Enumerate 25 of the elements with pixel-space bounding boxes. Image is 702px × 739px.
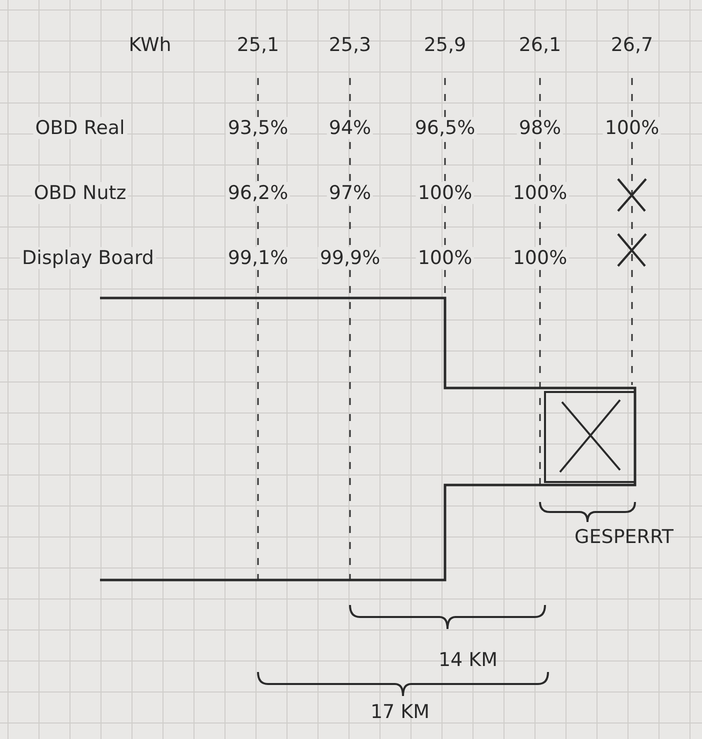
table-value: 100% <box>602 117 662 139</box>
table-value: 99,1% <box>226 247 290 269</box>
unit-label: KWh <box>128 34 172 56</box>
table-value: 100% <box>510 247 570 269</box>
table-value: 100% <box>416 182 474 204</box>
table-value: 96,5% <box>412 117 478 139</box>
table-value: 94% <box>326 117 374 139</box>
column-header: 25,1 <box>236 34 280 56</box>
row-label: OBD Real <box>33 117 127 139</box>
distance-label: 14 KM <box>437 649 499 671</box>
column-header: 25,9 <box>422 34 468 56</box>
table-value: 99,9% <box>318 247 382 269</box>
row-label: Display Board <box>20 247 156 269</box>
note-label: GESPERRT <box>574 526 674 548</box>
column-header: 25,3 <box>328 34 372 56</box>
row-label: OBD Nutz <box>32 182 128 204</box>
table-value: 100% <box>416 247 474 269</box>
distance-label: 17 KM <box>369 701 431 723</box>
column-header: 26,1 <box>518 34 562 56</box>
column-header: 26,7 <box>610 34 654 56</box>
table-value: 97% <box>326 182 374 204</box>
table-value: 98% <box>516 117 564 139</box>
table-value: 100% <box>510 182 570 204</box>
table-value: 96,2% <box>226 182 290 204</box>
table-value: 93,5% <box>226 117 290 139</box>
